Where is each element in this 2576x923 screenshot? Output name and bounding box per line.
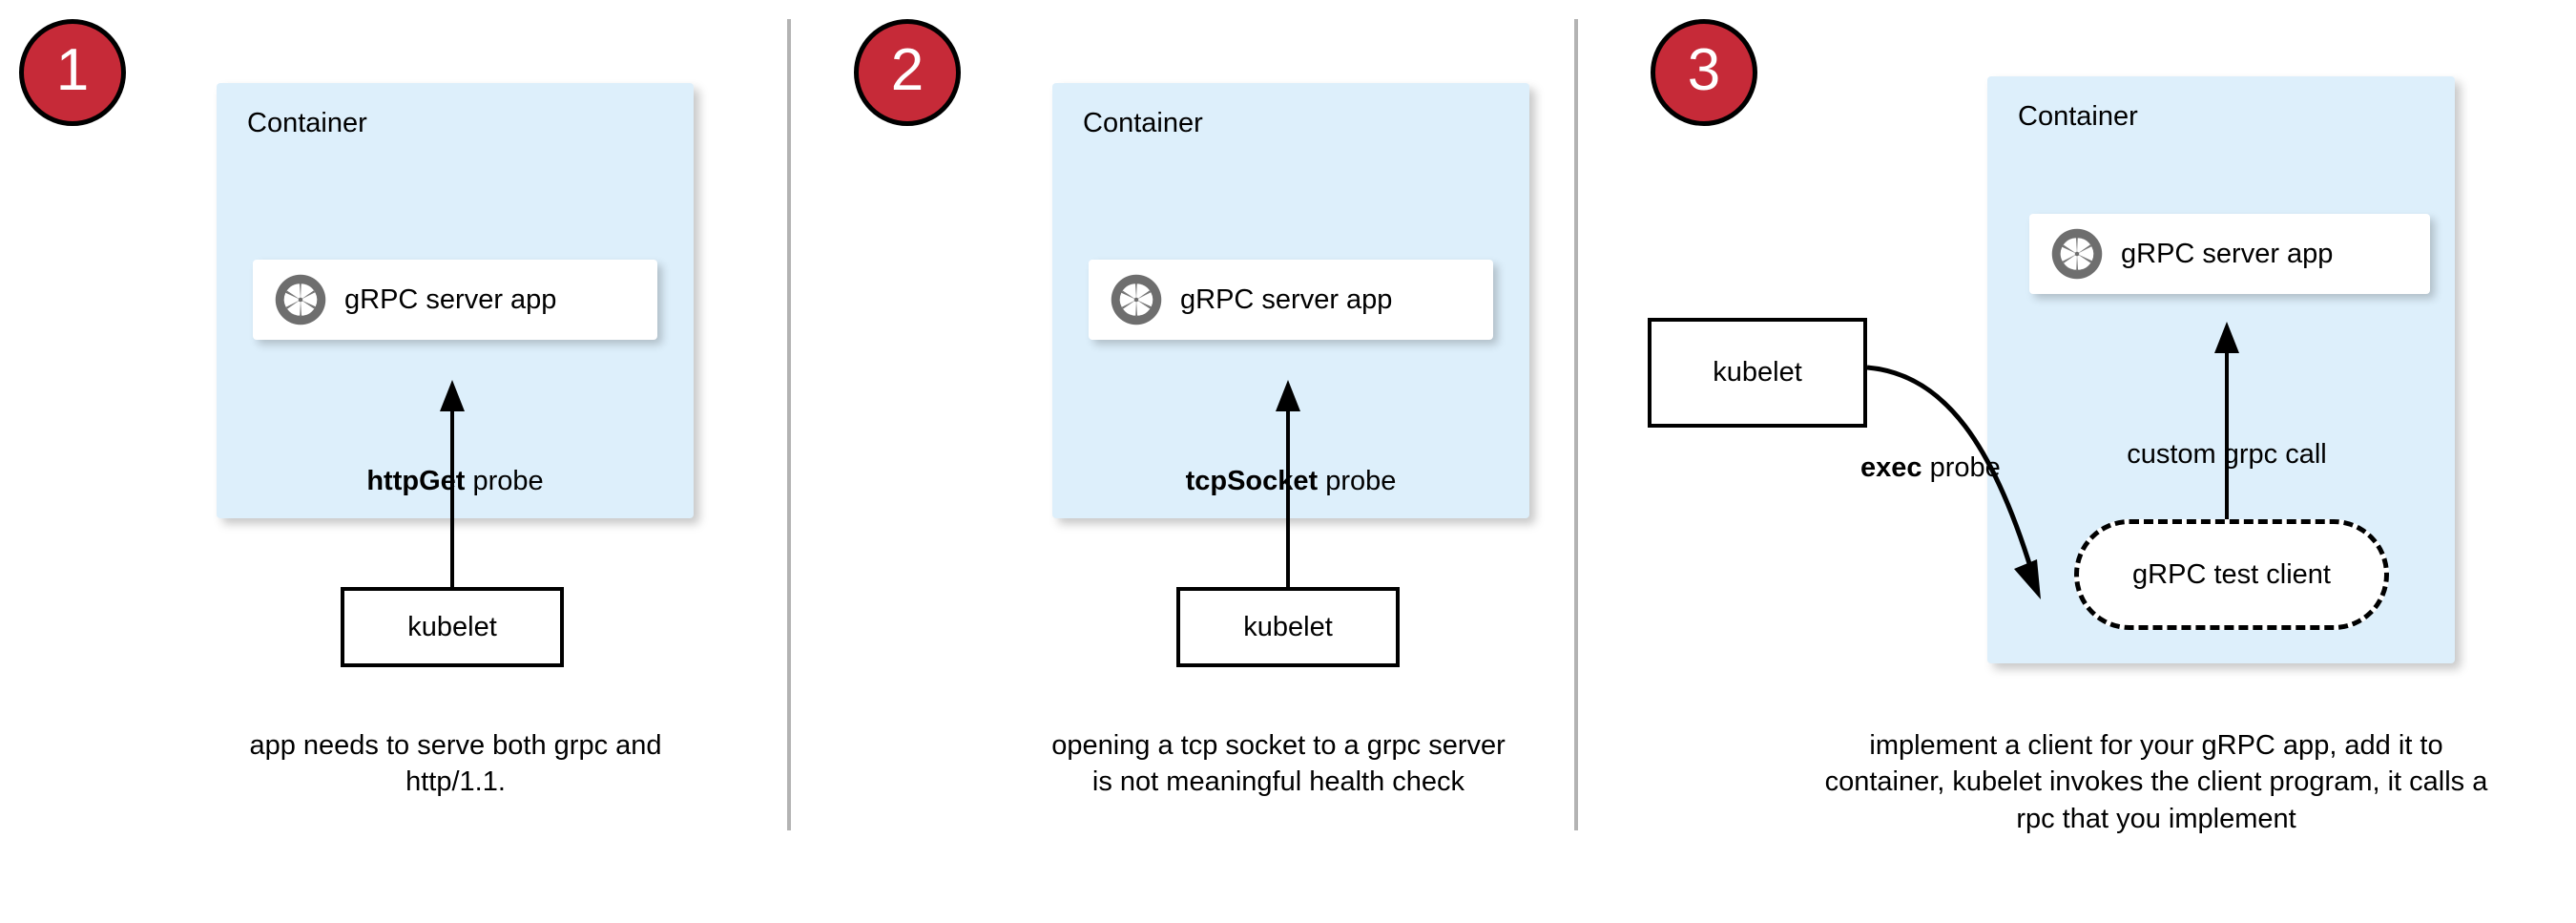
container-label-1: Container [247, 108, 367, 138]
grpc-server-app-card-1: gRPC server app [253, 260, 657, 340]
tcpsocket-probe-label: tcpSocket probe [1052, 466, 1529, 497]
grpc-server-app-label-3: gRPC server app [2121, 238, 2334, 269]
kubelet-box-3: kubelet [1648, 318, 1867, 428]
grpc-aperture-icon [2051, 228, 2103, 280]
httpget-probe-label-rest: probe [465, 466, 544, 496]
kubelet-box-1: kubelet [341, 587, 564, 667]
step-number-3: 3 [1687, 37, 1721, 103]
grpc-server-app-card-2: gRPC server app [1089, 260, 1493, 340]
grpc-test-client-label: gRPC test client [2132, 558, 2331, 590]
step-badge-1: 1 [19, 19, 126, 126]
grpc-server-app-label-1: gRPC server app [344, 283, 557, 315]
container-label-2: Container [1083, 108, 1203, 138]
exec-probe-label-rest: probe [1922, 452, 2001, 483]
httpget-probe-label-bold: httpGet [366, 466, 466, 496]
panel-caption-3: implement a client for your gRPC app, ad… [1824, 730, 2488, 834]
panel-caption-1: app needs to serve both grpc and http/1.… [249, 730, 662, 798]
custom-grpc-call-label: custom grpc call [2127, 439, 2327, 470]
kubelet-label-2: kubelet [1243, 611, 1333, 642]
tcpsocket-probe-label-rest: probe [1318, 466, 1397, 496]
kubelet-label-3: kubelet [1713, 357, 1802, 388]
panel-divider-1 [787, 19, 791, 830]
step-number-1: 1 [55, 37, 90, 103]
grpc-aperture-icon [275, 274, 326, 325]
kubelet-box-2: kubelet [1176, 587, 1400, 667]
step-number-2: 2 [890, 37, 924, 103]
exec-probe-label: exec probe [1860, 452, 2147, 484]
kubelet-label-1: kubelet [407, 611, 497, 642]
httpget-probe-label: httpGet probe [217, 466, 694, 497]
exec-probe-label-bold: exec [1860, 452, 1922, 483]
step-badge-3: 3 [1651, 19, 1757, 126]
step-badge-2: 2 [854, 19, 961, 126]
container-label-3: Container [2018, 101, 2138, 132]
panel-divider-2 [1574, 19, 1578, 830]
tcpsocket-probe-label-bold: tcpSocket [1185, 466, 1319, 496]
grpc-test-client-box: gRPC test client [2074, 519, 2389, 630]
panel-caption-2: opening a tcp socket to a grpc server is… [1051, 730, 1506, 798]
grpc-aperture-icon [1111, 274, 1162, 325]
grpc-server-app-label-2: gRPC server app [1180, 283, 1393, 315]
grpc-server-app-card-3: gRPC server app [2029, 214, 2430, 294]
